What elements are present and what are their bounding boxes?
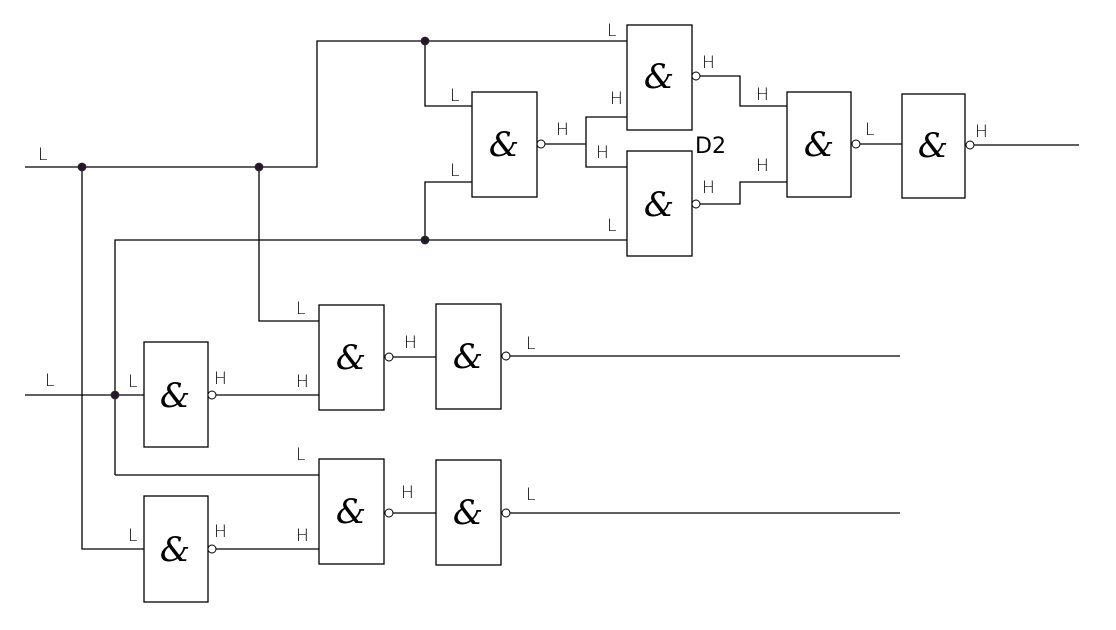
gate-symbol: &	[453, 337, 483, 377]
inverter-bubble-icon	[691, 71, 701, 81]
gate-body	[318, 304, 385, 411]
signal-label: L	[128, 372, 137, 392]
inverter-bubble-icon	[691, 199, 701, 209]
gate-body	[318, 458, 385, 565]
wire-g1-split	[585, 116, 627, 168]
gate-g2[interactable]: &	[626, 24, 701, 131]
gate-g6[interactable]: &	[143, 341, 217, 448]
signal-label: H	[756, 85, 769, 105]
gate-symbol: &	[644, 185, 674, 225]
junction-dot	[77, 162, 87, 172]
signal-label: L	[128, 526, 137, 546]
gate-g4[interactable]: &	[786, 91, 861, 198]
signal-label: L	[526, 485, 535, 505]
signal-label: H	[702, 53, 715, 73]
device-label: D2	[695, 134, 726, 159]
signal-label: L	[45, 371, 54, 391]
gate-g10[interactable]: &	[318, 458, 394, 565]
gate-body	[901, 93, 966, 199]
gate-symbol: &	[160, 376, 190, 416]
inverter-bubble-icon	[501, 351, 511, 361]
junctions	[77, 36, 430, 400]
signal-label: H	[610, 89, 623, 109]
gate-g8[interactable]: &	[435, 303, 511, 410]
gate-symbol: &	[804, 125, 834, 165]
gate-g3[interactable]: &	[626, 150, 701, 257]
gate-body	[435, 303, 502, 410]
wire-input-a	[25, 40, 627, 168]
gate-symbol: &	[160, 530, 190, 570]
signal-label: H	[975, 122, 988, 142]
signal-label: L	[296, 299, 305, 319]
gate-symbol: &	[336, 338, 366, 378]
inverter-bubble-icon	[965, 140, 975, 150]
junction-dot	[254, 162, 264, 172]
wire-g9-in	[81, 167, 144, 550]
gate-body	[786, 91, 852, 198]
signal-label: H	[702, 178, 715, 198]
signal-label: L	[450, 86, 459, 106]
wire-g7-in-top	[258, 167, 319, 322]
junction-dot	[110, 390, 120, 400]
junction-dot	[420, 235, 430, 245]
gate-g11[interactable]: &	[435, 459, 511, 566]
gate-body	[626, 24, 693, 131]
gate-g1[interactable]: &	[471, 91, 546, 198]
signal-label: H	[756, 156, 769, 176]
signal-labels: L L L L H L H H H L H H H L H L H L H H …	[38, 21, 988, 546]
gate-symbol: &	[489, 125, 519, 165]
signal-label: H	[596, 143, 609, 163]
wire-g1-in-bottom	[424, 181, 472, 240]
gate-body	[471, 91, 538, 198]
signal-label: H	[296, 372, 309, 392]
signal-label: H	[404, 333, 417, 353]
signal-label: H	[401, 483, 414, 503]
signal-label: L	[526, 334, 535, 354]
signal-label: H	[214, 369, 227, 389]
inverter-bubble-icon	[536, 139, 546, 149]
signal-label: L	[450, 161, 459, 181]
gate-symbol: &	[644, 57, 674, 97]
gate-g9[interactable]: &	[143, 495, 217, 603]
gate-symbol: &	[336, 492, 366, 532]
signal-label: L	[296, 445, 305, 465]
gate-symbol: &	[918, 126, 948, 166]
wire-g3-out	[700, 181, 787, 205]
gate-symbol: &	[453, 493, 483, 533]
gate-g5[interactable]: &	[901, 93, 975, 199]
signal-label: L	[38, 145, 47, 165]
signal-label: H	[214, 522, 227, 542]
inverter-bubble-icon	[384, 352, 394, 362]
gate-g7[interactable]: &	[318, 304, 394, 411]
gate-body	[435, 459, 502, 566]
inverter-bubble-icon	[851, 139, 861, 149]
inverter-bubble-icon	[207, 390, 217, 400]
wire-g2-out	[700, 75, 787, 107]
wire-g1-in-top	[424, 41, 472, 107]
inverter-bubble-icon	[207, 544, 217, 554]
junction-dot	[420, 36, 430, 46]
signal-label: L	[865, 120, 874, 140]
inverter-bubble-icon	[501, 508, 511, 518]
signal-label: H	[296, 526, 309, 546]
signal-label: H	[556, 120, 569, 140]
inverter-bubble-icon	[384, 508, 394, 518]
gate-body	[143, 495, 209, 603]
signal-label: L	[607, 21, 616, 41]
gate-body	[626, 150, 693, 257]
signal-label: L	[607, 216, 616, 236]
